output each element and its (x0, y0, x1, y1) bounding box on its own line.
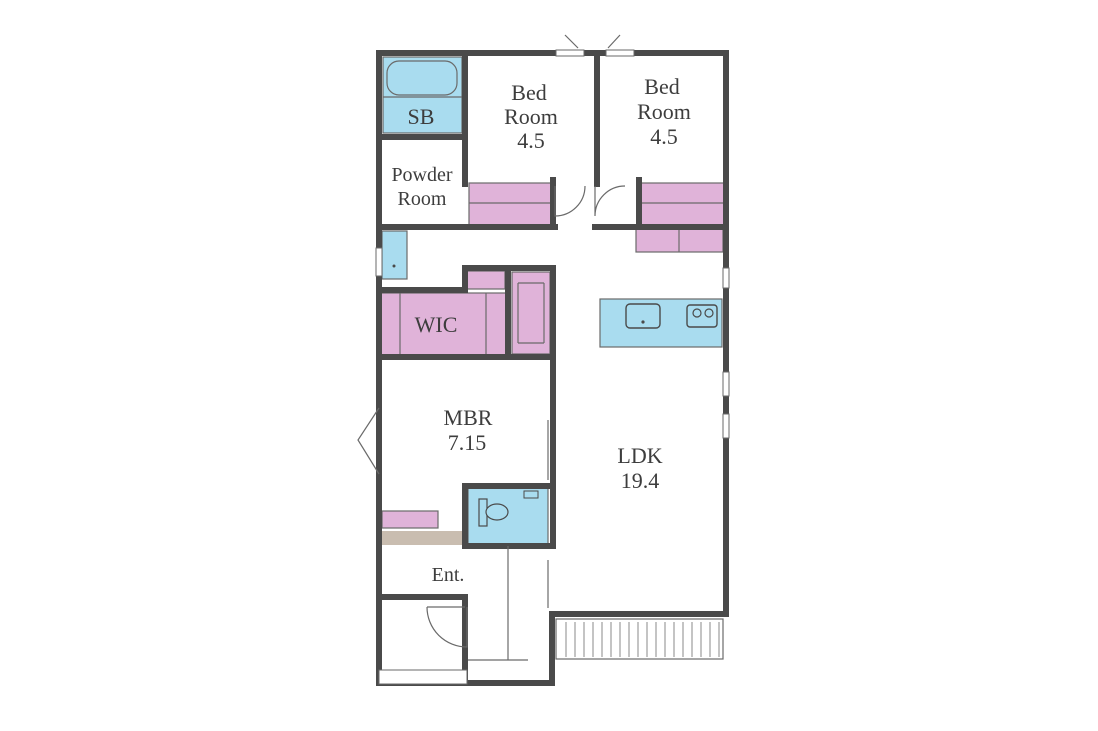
washbasin (381, 230, 408, 280)
deck (555, 618, 724, 660)
label-bed2-line1: Bed (644, 74, 679, 99)
label-bed2-line2: Room (637, 99, 691, 124)
mbr-closet (381, 510, 439, 529)
label-bed1-line2: Room (504, 104, 558, 129)
toilet-icon (485, 503, 509, 521)
stove-icon (686, 304, 718, 328)
label-bed1-line1: Bed (511, 80, 546, 105)
label-bed2-size: 4.5 (650, 124, 678, 149)
label-ent: Ent. (432, 564, 465, 586)
wic-area (380, 292, 507, 356)
label-powder-line1: Powder (391, 164, 452, 186)
label-ldk-size: 19.4 (621, 468, 660, 493)
closet-bed2 (640, 182, 725, 226)
label-mbr-size: 7.15 (448, 430, 487, 455)
closet-bed1 (468, 182, 554, 226)
label-bed1-size: 4.5 (517, 128, 545, 153)
linen-storage (466, 270, 506, 290)
label-powder-line2: Room (398, 188, 447, 210)
label-wic: WIC (415, 312, 458, 337)
label-ldk: LDK (617, 443, 662, 468)
bathtub (386, 60, 458, 96)
label-sb: SB (408, 104, 435, 129)
label-mbr: MBR (444, 405, 493, 430)
entry-floor (382, 531, 464, 545)
sink-icon (625, 303, 661, 329)
